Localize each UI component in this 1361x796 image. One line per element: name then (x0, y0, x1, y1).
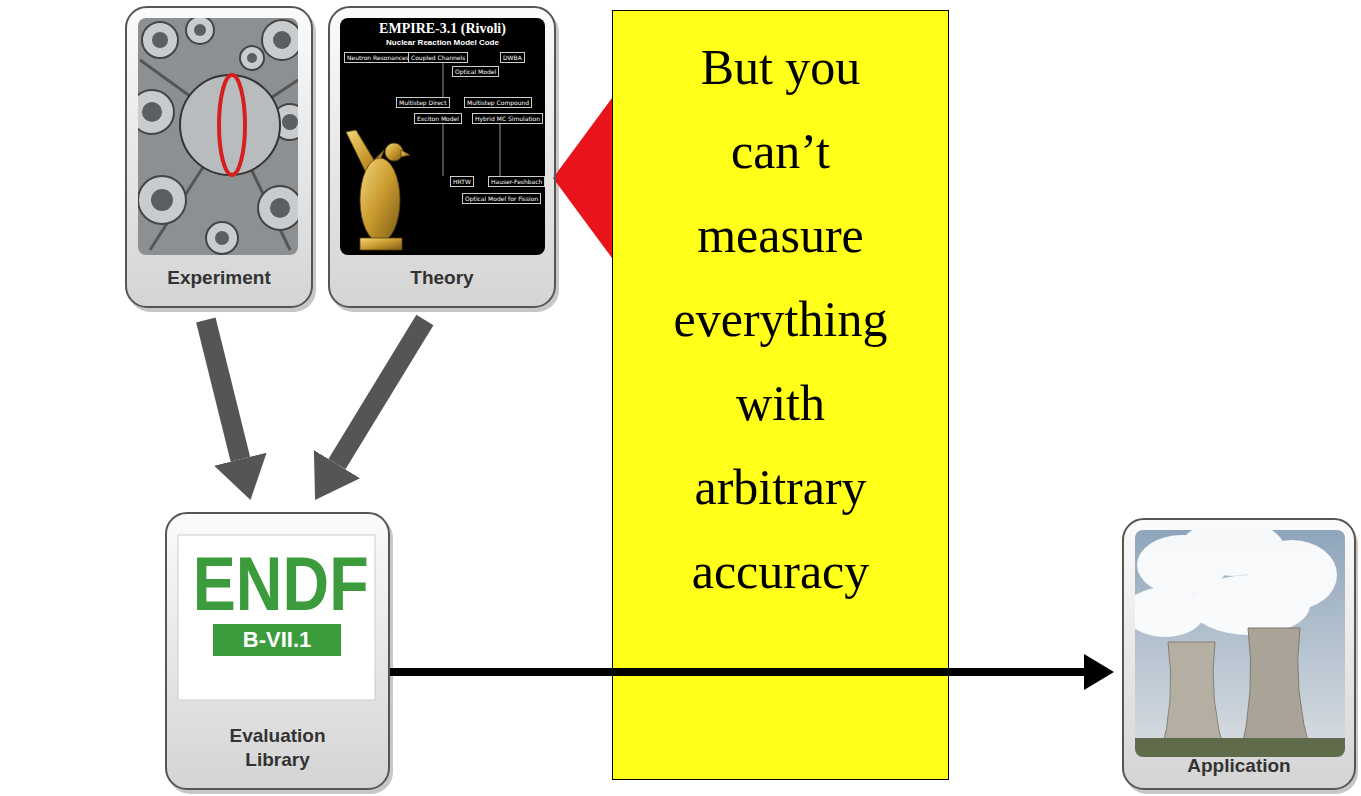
detector-modules (138, 18, 298, 254)
module-label: Multistep Direct (396, 97, 450, 108)
module-label: Hauser-Feshbach (488, 176, 545, 187)
box-label: Evaluation Library (208, 724, 348, 772)
box-fill (165, 512, 390, 790)
detector-cores (142, 24, 298, 245)
red-ring (219, 75, 245, 175)
box-label: Experiment (167, 266, 270, 290)
endf-logo (178, 535, 375, 700)
experiment-photo (138, 18, 298, 255)
module-label: Optical Model for Fission (462, 193, 541, 204)
callout-pointer (553, 98, 612, 258)
code-subtitle: Nuclear Reaction Model Code (340, 38, 545, 48)
flow-arrow (390, 668, 1084, 676)
module-label: Coupled Channels (408, 52, 468, 63)
box-fill (125, 6, 313, 308)
module-label: DWBA (500, 52, 525, 63)
image-box: Application (1122, 518, 1356, 790)
cooling-tower (1240, 628, 1312, 757)
steam (1135, 530, 1337, 637)
module-label: Neutron Resonances (344, 52, 412, 63)
image-box: Experiment (125, 6, 313, 308)
callout-box: But you can’t measure everything with ar… (612, 10, 949, 780)
logo-word: ENDF (193, 546, 360, 622)
logo-ground (178, 535, 375, 700)
module-label: Multistep Compound (464, 97, 532, 108)
module-label: Hybrid MC Simulation (472, 113, 543, 124)
theory-screenshot (340, 18, 545, 255)
screen-ground (340, 18, 545, 255)
flow-arrow (337, 320, 425, 464)
target-sphere (180, 75, 280, 175)
ground (1135, 738, 1345, 757)
logo-bar (213, 624, 341, 656)
code-title: EMPIRE-3.1 (Rivoli) (340, 21, 545, 38)
box-label: Theory (410, 266, 473, 290)
logo-version: B-VII.1 (213, 625, 341, 655)
power-plant-photo (1135, 530, 1345, 757)
box-label: Application (1187, 754, 1290, 778)
module-label: HRTW (450, 176, 474, 187)
module-label: Exciton Model (414, 113, 462, 124)
callout-text: But you can’t measure everything with ar… (651, 25, 911, 613)
callout-fill (612, 10, 949, 780)
module-label: Optical Model (452, 66, 499, 77)
eagle-statue (346, 130, 410, 250)
box-fills (125, 6, 1356, 790)
flow-arrow (206, 320, 241, 459)
box-fill (1122, 518, 1356, 790)
box-fill (328, 6, 556, 308)
